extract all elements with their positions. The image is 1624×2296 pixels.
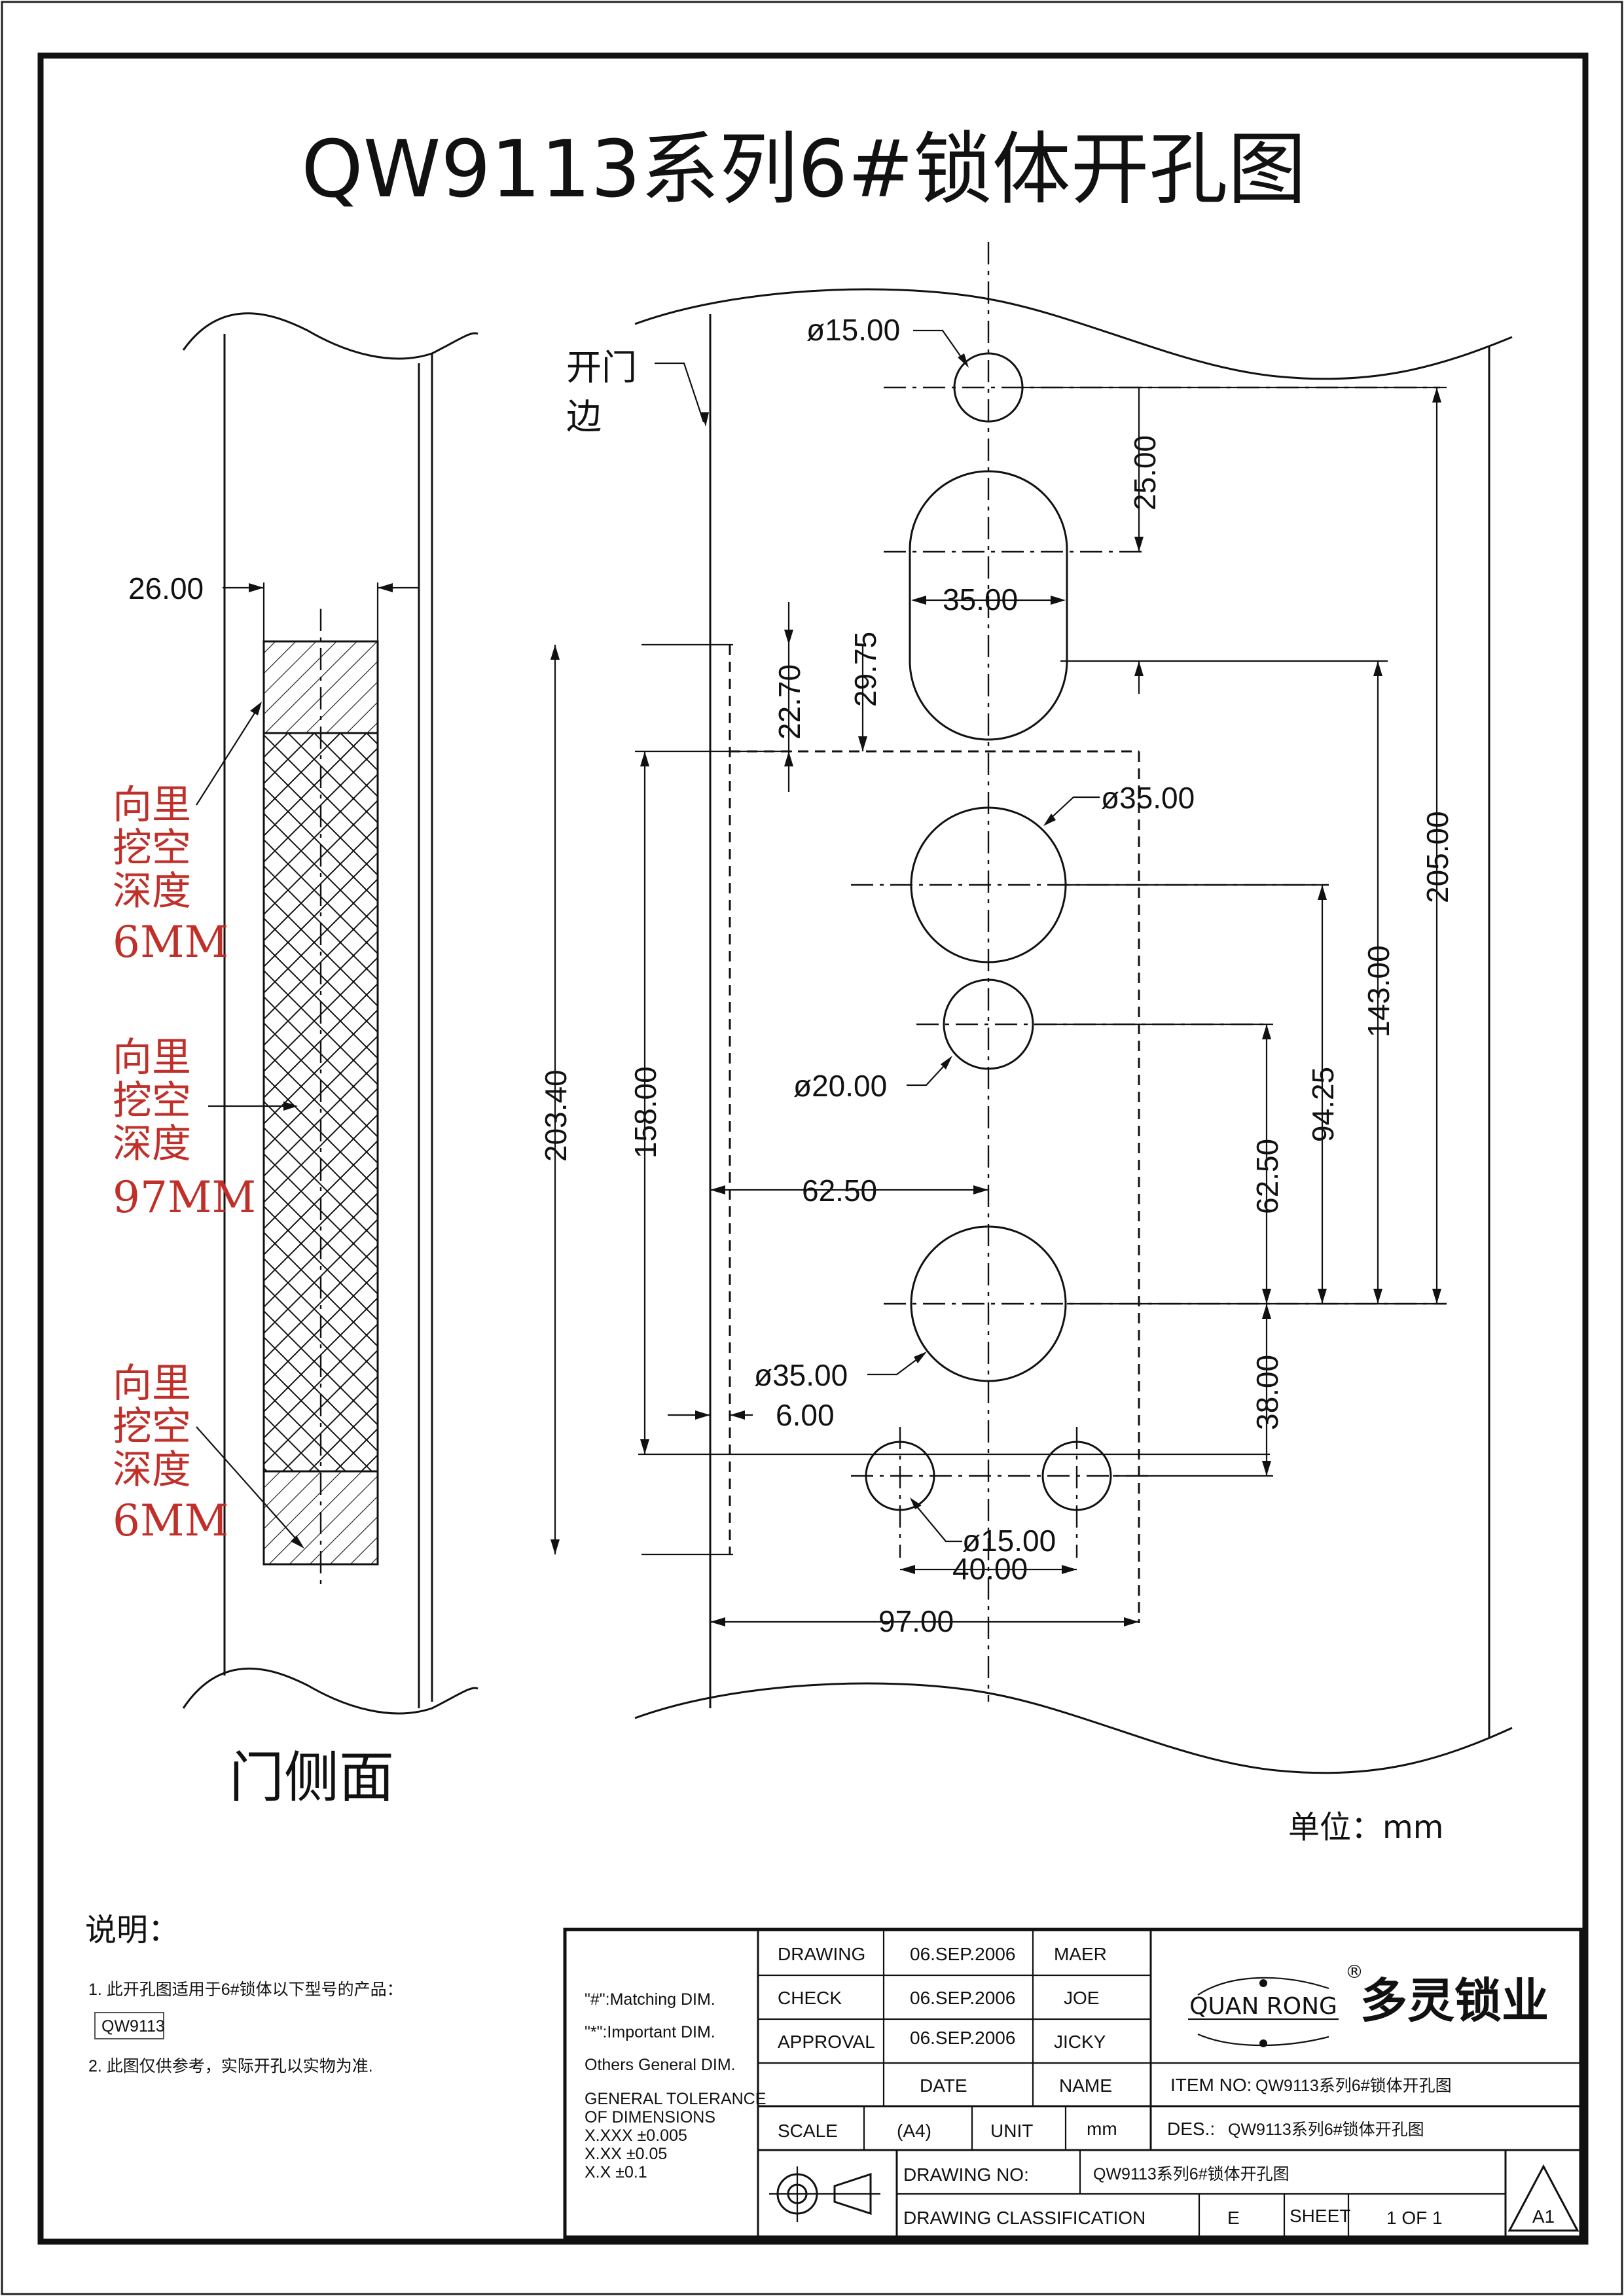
depth-label-middle: 向里 挖空 深度 97MM: [113, 1035, 256, 1223]
brand-name-cn: 多灵锁业: [1360, 1973, 1549, 2028]
tolerance-xxxx: X.XXX ±0.005: [585, 2126, 687, 2145]
door-side-view: 26.00: [128, 312, 478, 1715]
tolerance-xx: X.X ±0.1: [585, 2163, 647, 2181]
tolerance-heading-1: GENERAL TOLERANCE: [585, 2090, 766, 2108]
dim-v22-70: 22.70: [772, 664, 806, 740]
dim-v25: 25.00: [1128, 435, 1162, 511]
dim-v62-50: 62.50: [1250, 1139, 1284, 1214]
dim-d35-lower: ø35.00: [754, 1358, 848, 1392]
check-date: 06.SEP.2006: [910, 1988, 1015, 2008]
dim-v158: 158.00: [628, 1066, 662, 1158]
dim-v205: 205.00: [1420, 811, 1454, 903]
drawing-name: MAER: [1054, 1944, 1107, 1964]
notes-model: QW9113: [101, 2017, 165, 2036]
dim-h97: 97.00: [878, 1604, 954, 1638]
projection-symbol-icon: [769, 2166, 880, 2222]
notes-heading: 说明：: [85, 1912, 179, 1948]
dim-v143: 143.00: [1362, 945, 1396, 1037]
hole-20: [943, 978, 1034, 1070]
unit-label: 单位：mm: [1288, 1809, 1444, 1846]
drawing-title: QW9113系列6#锁体开孔图: [301, 124, 1306, 215]
size-mark-triangle: [1507, 2164, 1579, 2232]
dim-h40: 40.00: [952, 1552, 1028, 1586]
des-value: QW9113系列6#锁体开孔图: [1228, 2121, 1424, 2139]
drawing-label: DRAWING: [778, 1944, 865, 1964]
check-label: CHECK: [778, 1988, 842, 2008]
scale-label: SCALE: [778, 2121, 838, 2141]
dim-side-26: 26.00: [128, 571, 204, 605]
dim-v29-75: 29.75: [848, 632, 882, 707]
dim-v203-40: 203.40: [539, 1069, 573, 1162]
brand-name-en: QUAN RONG: [1189, 1993, 1337, 2020]
tolerance-xxx: X.XX ±0.05: [585, 2145, 667, 2163]
door-edge-label-2: 边: [566, 396, 602, 437]
approval-name: JICKY: [1054, 2032, 1106, 2052]
date-header: DATE: [920, 2075, 967, 2096]
svg-text:6MM: 6MM: [113, 917, 228, 967]
drawing-date: 06.SEP.2006: [910, 1944, 1015, 1964]
svg-text:深度: 深度: [113, 1447, 191, 1493]
dim-h62-50: 62.50: [802, 1174, 877, 1208]
dim-d35-upper: ø35.00: [1101, 781, 1195, 815]
depth-label-bottom: 向里 挖空 深度 6MM: [113, 1361, 228, 1546]
dim-v94-25: 94.25: [1306, 1067, 1340, 1142]
approval-label: APPROVAL: [778, 2032, 875, 2052]
dim-d15-top: ø15.00: [806, 313, 900, 347]
drawing-no-value: QW9113系列6#锁体开孔图: [1093, 2165, 1290, 2183]
drawing-no-label: DRAWING NO:: [903, 2164, 1029, 2185]
model-box: [94, 2012, 164, 2039]
svg-text:97MM: 97MM: [113, 1172, 256, 1223]
scale-value: (A4): [897, 2121, 931, 2141]
check-name: JOE: [1064, 1988, 1099, 2008]
notes-line-2: 2. 此图仅供参考，实际开孔以实物为准.: [88, 2057, 373, 2075]
classification-label: DRAWING CLASSIFICATION: [903, 2208, 1146, 2228]
unit-value: mm: [1087, 2119, 1117, 2139]
size-mark: A1: [1532, 2206, 1555, 2227]
svg-text:向里: 向里: [113, 1035, 191, 1081]
legend-important: "*":Important DIM.: [585, 2023, 715, 2041]
svg-text:向里: 向里: [113, 1361, 191, 1407]
tolerance-heading-2: OF DIMENSIONS: [585, 2108, 715, 2126]
side-view-label: 门侧面: [229, 1746, 394, 1810]
drawing-frame: [37, 52, 1589, 2245]
unit-header: UNIT: [990, 2121, 1033, 2141]
svg-text:挖空: 挖空: [113, 1078, 191, 1124]
legend-general: Others General DIM.: [585, 2056, 736, 2074]
sheet-value: 1 OF 1: [1386, 2208, 1443, 2228]
door-front-view: [634, 242, 1513, 1774]
sheet-label: SHEET: [1290, 2206, 1350, 2226]
brand-logo: [1188, 1977, 1339, 2047]
dim-w35: 35.00: [943, 583, 1018, 617]
des-label: DES.:: [1167, 2119, 1215, 2139]
notes-line-1: 1. 此开孔图适用于6#锁体以下型号的产品：: [88, 1981, 403, 1999]
dim-d15-bottom: ø15.00: [962, 1524, 1056, 1558]
classification-value: E: [1227, 2208, 1240, 2228]
depth-label-top: 向里 挖空 深度 6MM: [113, 782, 228, 967]
title-block: [563, 1928, 1583, 2239]
svg-text:挖空: 挖空: [113, 1404, 191, 1450]
dim-v38: 38.00: [1250, 1355, 1284, 1430]
name-header: NAME: [1059, 2075, 1112, 2096]
svg-text:深度: 深度: [113, 1121, 191, 1167]
svg-text:深度: 深度: [113, 869, 191, 914]
item-no-label: ITEM NO:: [1170, 2075, 1252, 2095]
approval-date: 06.SEP.2006: [910, 2028, 1015, 2048]
item-no-value: QW9113系列6#锁体开孔图: [1255, 2077, 1452, 2095]
brand-registered: ®: [1345, 1961, 1363, 1982]
dim-d20: ø20.00: [793, 1069, 887, 1103]
svg-text:向里: 向里: [113, 782, 191, 828]
svg-text:挖空: 挖空: [113, 825, 191, 871]
dimension-lines: [550, 329, 1441, 1626]
door-edge-label-1: 开门: [566, 347, 637, 388]
legend-matching: "#":Matching DIM.: [585, 1990, 715, 2009]
hole-35-lower: [910, 1225, 1067, 1382]
dim-h6: 6.00: [776, 1398, 835, 1432]
svg-text:6MM: 6MM: [113, 1496, 228, 1546]
